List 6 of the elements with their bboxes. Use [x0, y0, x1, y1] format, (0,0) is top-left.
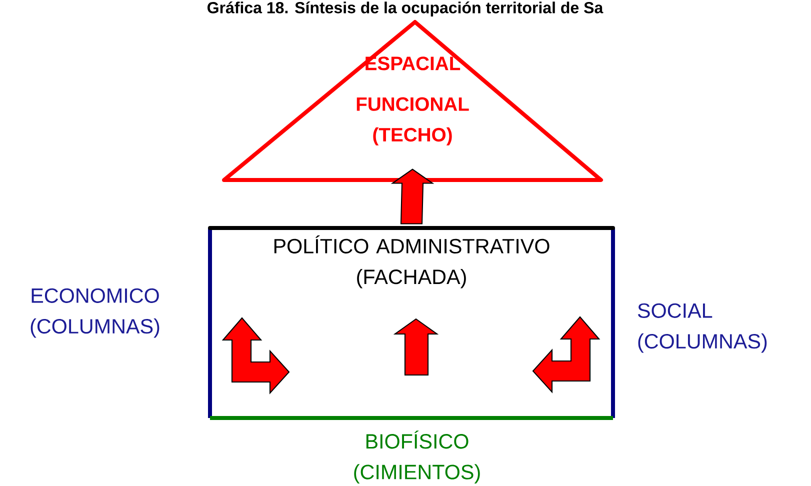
wall-label: SOCIAL (COLUMNAS): [638, 303, 767, 353]
facade-box: POLÍTICO ADMINISTRATIVO (FACHADA): [208, 226, 615, 420]
title: Gráfica 18. Síntesis de la ocupación territorial de Sa: [208, 1, 604, 17]
roof-triangle: ESPACIAL FUNCIONAL (TECHO): [222, 20, 603, 182]
block-arrow: [390, 168, 434, 224]
wall-label: ECONOMICO (COLUMNAS): [30, 288, 160, 338]
